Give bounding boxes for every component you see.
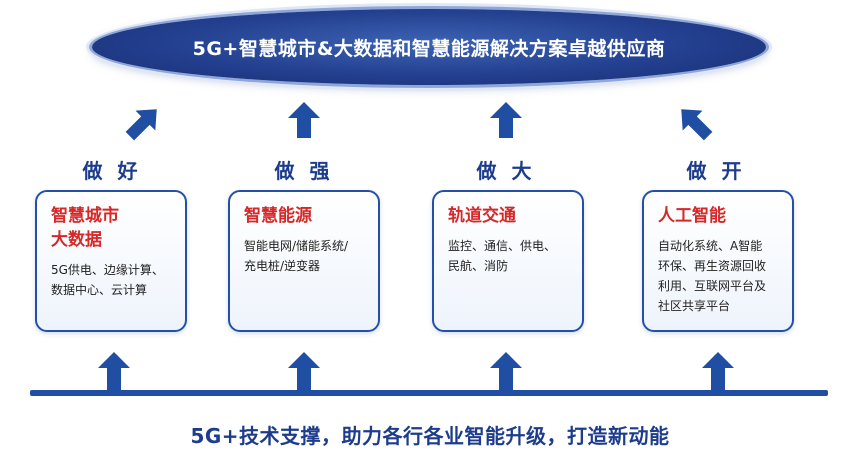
arrow-up-icon [702,352,734,392]
card-ai: 人工智能 自动化系统、A智能 环保、再生资源回收 利用、互联网平台及 社区共享平… [642,190,794,332]
arrow-up-icon [490,102,522,138]
card-title: 智慧城市 大数据 [51,206,119,250]
column-label: 做 强 [274,159,334,183]
arrow-up-icon [490,352,522,392]
arrow-up-icon [98,352,130,392]
arrow-up-icon [288,102,320,138]
column-label: 做 开 [686,159,746,183]
card-body: 智能电网/储能系统/ 充电桩/逆变器 [244,239,349,273]
card-smart-city: 智慧城市 大数据 5G供电、边缘计算、 数据中心、云计算 [35,190,187,332]
arrow-up-icon [288,352,320,392]
baseline-bar [30,390,828,396]
diagonal-arrow-up-right-icon [125,109,157,141]
column-label: 做 大 [476,159,536,183]
card-body: 监控、通信、供电、 民航、消防 [448,239,557,273]
footer-slogan: 5G+技术支撑，助力各行各业智能升级，打造新动能 [190,424,670,448]
card-title: 智慧能源 [244,206,312,226]
diagonal-arrow-up-left-icon [681,109,713,141]
card-smart-energy: 智慧能源 智能电网/储能系统/ 充电桩/逆变器 [228,190,380,332]
card-body: 5G供电、边缘计算、 数据中心、云计算 [51,263,164,297]
banner-title: 5G+智慧城市&大数据和智慧能源解决方案卓越供应商 [192,37,666,60]
column-label: 做 好 [82,159,142,183]
top-banner: 5G+智慧城市&大数据和智慧能源解决方案卓越供应商 [92,9,766,85]
card-title: 人工智能 [658,206,726,226]
card-title: 轨道交通 [448,206,516,226]
card-rail-transit: 轨道交通 监控、通信、供电、 民航、消防 [432,190,584,332]
card-body: 自动化系统、A智能 环保、再生资源回收 利用、互联网平台及 社区共享平台 [658,239,767,313]
